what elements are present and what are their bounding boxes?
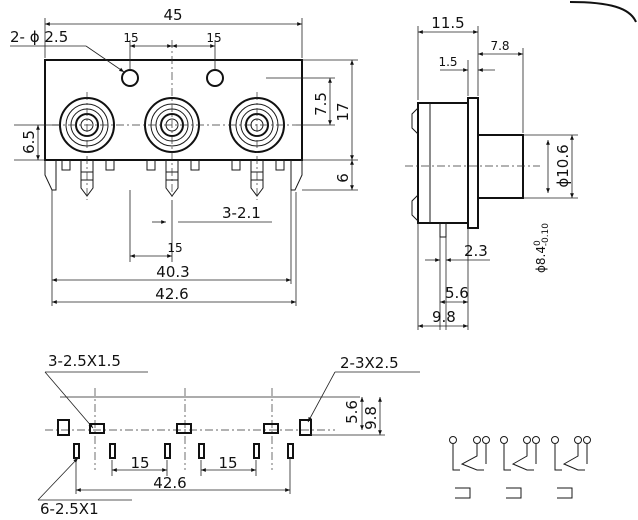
side-view: 11.5 7.8 1.5 ϕ10.6 ϕ8.40-0.10 2.3 5.6 9.… — [405, 14, 578, 330]
footprint-slot — [89, 423, 105, 434]
footprint-slot-large — [299, 419, 312, 436]
pin-callout: 3-2.1 — [152, 204, 272, 224]
dim-heights-right: 7.5 17 6 — [266, 59, 358, 191]
pin-callout-label: 3-2.1 — [222, 204, 261, 222]
dim-label-10-6: ϕ10.6 — [554, 144, 572, 187]
dim-bottom: 15 40.3 42.6 — [51, 190, 297, 306]
fp-dim-label-15-right: 15 — [218, 454, 237, 472]
footprint-small-slots — [73, 443, 294, 459]
dim-label-2-3: 2.3 — [464, 242, 488, 260]
front-view: 45 15 15 2- ϕ 2.5 7.5 17 — [10, 6, 358, 306]
schematic-symbol — [551, 436, 591, 499]
housing-outline — [44, 59, 303, 161]
dim-label-15-right: 15 — [206, 31, 221, 45]
fp-dim-label-42-6: 42.6 — [153, 474, 186, 492]
schematic-symbol — [449, 436, 490, 499]
side-dims: 11.5 7.8 1.5 ϕ10.6 ϕ8.40-0.10 2.3 5.6 9.… — [417, 14, 578, 330]
dim-label-8-4: ϕ8.40-0.10 — [533, 223, 551, 273]
dim-label-45: 45 — [163, 6, 182, 24]
side-pin — [439, 222, 447, 238]
side-flange — [467, 97, 479, 229]
dim-6-5: 6.5 — [14, 124, 60, 161]
side-barrel — [477, 134, 524, 199]
fp-dim-label-5-6: 5.6 — [343, 400, 361, 424]
front-center-lines — [52, 40, 296, 200]
dim-label-40-3: 40.3 — [156, 263, 189, 281]
dim-label-7-5: 7.5 — [312, 92, 330, 116]
slot-callout-right: 2-3X2.5 — [340, 354, 399, 372]
schematic-symbols — [449, 436, 591, 499]
dim-label-7-8: 7.8 — [490, 39, 509, 53]
footprint-slot — [263, 423, 279, 434]
mounting-hole-left — [121, 69, 139, 87]
dim-label-5-6: 5.6 — [445, 284, 469, 302]
schematic-symbol — [500, 436, 540, 499]
dim-label-15-left: 15 — [123, 31, 138, 45]
footprint-slot-large — [57, 419, 70, 436]
dim-label-6-5: 6.5 — [20, 130, 38, 154]
pcb-footprint: 3-2.5X1.5 2-3X2.5 6-2.5X1 5.6 9.8 15 15 … — [37, 352, 420, 518]
dim-label-9-8: 9.8 — [432, 308, 456, 326]
hole-callout-label: 2- ϕ 2.5 — [10, 28, 68, 46]
dim-overall-width: 45 — [44, 6, 303, 58]
slot-callout-top: 3-2.5X1.5 — [48, 352, 121, 370]
mounting-hole-right — [206, 69, 224, 87]
dim-hole-pitch: 15 15 — [123, 31, 222, 70]
hole-callout: 2- ϕ 2.5 — [10, 28, 125, 73]
dim-label-42-6: 42.6 — [155, 285, 188, 303]
dim-label-pin-pitch: 15 — [167, 241, 182, 255]
side-body — [417, 102, 469, 224]
footprint-slot — [176, 423, 192, 434]
fp-dim-label-9-8: 9.8 — [362, 406, 380, 430]
dim-label-1-5: 1.5 — [438, 55, 457, 69]
dim-label-17: 17 — [334, 102, 352, 121]
dim-label-11-5: 11.5 — [431, 14, 464, 32]
dim-label-6: 6 — [334, 173, 352, 183]
page-corner-curve — [569, 1, 637, 23]
slot-callout-bottom: 6-2.5X1 — [40, 500, 99, 518]
fp-dim-label-15-left: 15 — [130, 454, 149, 472]
